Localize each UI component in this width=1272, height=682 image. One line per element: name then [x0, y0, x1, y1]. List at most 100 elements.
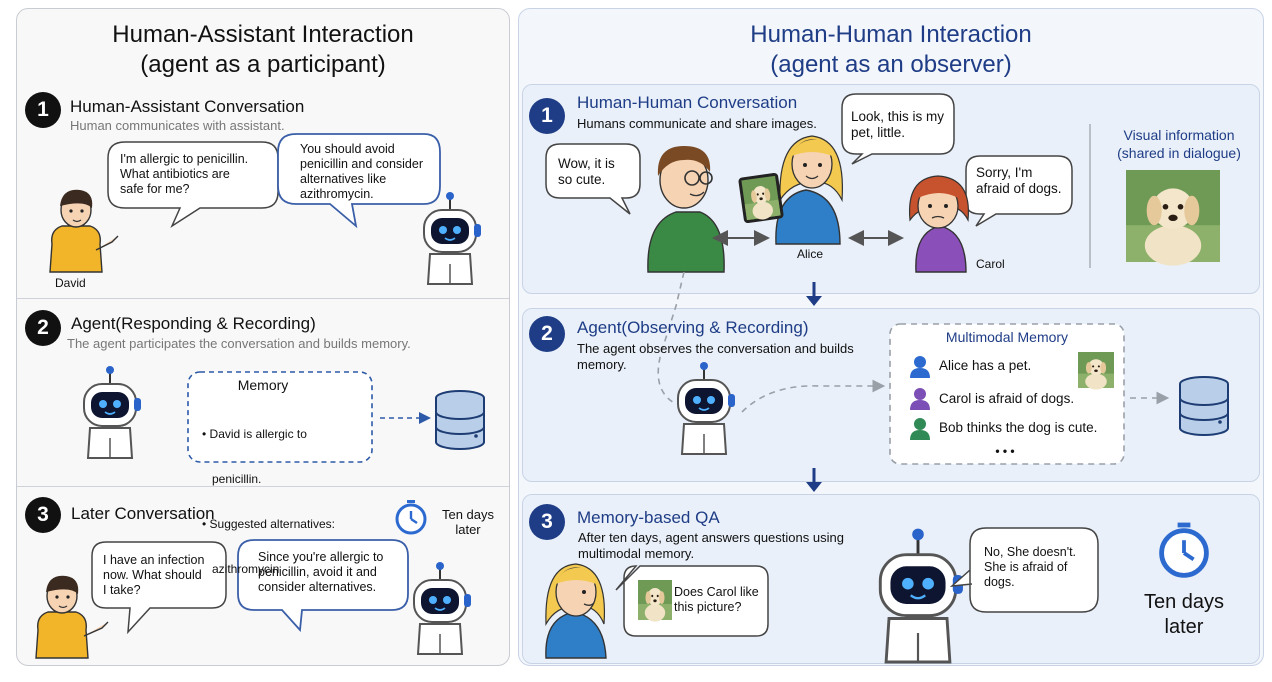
right-s3-answer-bubble [949, 527, 1099, 613]
text-line: safe for me? [120, 182, 190, 196]
left-s3-user-text: I have an infection now. What should I t… [103, 553, 223, 598]
left-s3-assistant-text: Since you're allergic to penicillin, avo… [258, 550, 408, 595]
right-s1-alice-text: Look, this is my pet, little. [851, 109, 955, 141]
text-line: You should avoid [300, 142, 395, 156]
right-step1-number: 1 [529, 98, 565, 134]
right-s1-carol-name: Carol [976, 257, 1005, 271]
right-s3-answer-text: No, She doesn't. She is afraid of dogs. [984, 545, 1096, 590]
left-title-line1: Human-Assistant Interaction [112, 21, 414, 48]
text-line: multimodal memory. [578, 546, 695, 561]
text-line: Look, this is my [851, 109, 945, 124]
text-line: No, She doesn't. [984, 545, 1077, 559]
text-line: Wow, it is [558, 156, 615, 171]
left-s3-user-bubble [91, 541, 227, 635]
right-time-label: Ten days later [1126, 590, 1242, 640]
text-line: Sorry, I'm [976, 165, 1033, 180]
left-s1-assistant-bubble [277, 133, 441, 229]
text-line: • Suggested alternatives: [202, 517, 335, 531]
text-line: consider alternatives. [258, 580, 377, 594]
left-step3-heading: Later Conversation [71, 504, 215, 523]
question-dog-thumb [638, 580, 672, 622]
right-title: Human-Human Interaction (agent as an obs… [518, 20, 1264, 80]
text-line: I take? [103, 583, 141, 597]
memory-item-alice: Alice has a pet. [939, 358, 1032, 373]
text-line: I'm allergic to penicillin. [120, 152, 249, 166]
text-line: later [1164, 616, 1204, 638]
left-step1-subtitle: Human communicates with assistant. [70, 118, 285, 133]
text-line: so cute. [558, 172, 606, 187]
text-line: penicillin and consider [300, 157, 423, 171]
left-s1-user-text: I'm allergic to penicillin. What antibio… [120, 152, 276, 197]
memory-ellipsis: • • • [995, 444, 1015, 458]
memory-item-carol: Carol is afraid of dogs. [939, 391, 1075, 406]
left-memory-box [187, 371, 373, 463]
carol-figure [908, 175, 970, 273]
text-line: afraid of dogs. [976, 181, 1062, 196]
right-memory-box [889, 323, 1125, 465]
left-time-label: Ten days later [436, 507, 500, 537]
right-step3-heading: Memory-based QA [577, 508, 720, 527]
text-line: I have an infection [103, 553, 205, 567]
left-step2-subtitle: The agent participates the conversation … [67, 336, 411, 351]
alice-qa-figure [545, 563, 607, 659]
text-line: penicillin. [202, 472, 262, 486]
left-step2-heading: Agent(Responding & Recording) [71, 314, 316, 333]
right-step2-subtitle: The agent observes the conversation and … [577, 341, 854, 373]
text-line: now. What should [103, 568, 202, 582]
text-line: Ten days [441, 507, 495, 522]
left-step1-heading: Human-Assistant Conversation [70, 97, 305, 116]
left-memory-text: • David is allergic to penicillin. • Sug… [202, 397, 370, 592]
visual-info-title: Visual information (shared in dialogue) [1104, 126, 1254, 162]
right-title-line2: (agent as an observer) [770, 51, 1012, 78]
right-s1-alice-bubble [841, 93, 955, 165]
right-s1-carol-bubble [965, 155, 1073, 227]
right-memory-title: Multimodal Memory [945, 329, 1069, 345]
left-memory-title: Memory [237, 377, 289, 393]
right-s1-alice-name: Alice [797, 247, 824, 261]
left-s1-user-name: David [55, 276, 86, 290]
left-s3-assistant-bubble [237, 539, 409, 633]
text-line: pet, little. [851, 125, 906, 140]
left-divider-1 [17, 298, 509, 299]
right-s3-question-text: Does Carol like this picture? [674, 585, 766, 615]
left-title: Human-Assistant Interaction (agent as a … [16, 20, 510, 80]
right-title-line1: Human-Human Interaction [750, 21, 1032, 48]
left-step1-number: 1 [25, 92, 61, 128]
left-s1-assistant-text: You should avoid penicillin and consider… [300, 142, 440, 202]
text-line: alternatives like [300, 172, 387, 186]
text-line: azithromycin [202, 562, 280, 576]
text-line: later [455, 522, 481, 537]
text-line: After ten days, agent answers questions … [578, 530, 844, 545]
right-step3-subtitle: After ten days, agent answers questions … [578, 530, 844, 562]
right-s1-bob-text: Wow, it is so cute. [558, 156, 638, 188]
text-line: memory. [577, 357, 627, 372]
text-line: Since you're allergic to [258, 550, 384, 564]
memory-dog-thumb [1078, 352, 1114, 390]
memory-item-bob: Bob thinks the dog is cute. [939, 420, 1098, 435]
text-line: Visual information [1123, 127, 1235, 143]
right-step1-subtitle: Humans communicate and share images. [577, 116, 817, 131]
alice-figure [775, 135, 844, 245]
left-step2-number: 2 [25, 310, 61, 346]
left-title-line2: (agent as a participant) [140, 51, 386, 78]
text-line: (shared in dialogue) [1117, 145, 1241, 161]
text-line: penicillin, avoid it and [258, 565, 377, 579]
right-step2-number: 2 [529, 316, 565, 352]
right-s1-carol-text: Sorry, I'm afraid of dogs. [976, 165, 1072, 197]
text-line: The agent observes the conversation and … [577, 341, 854, 356]
text-line: azithromycin. [300, 187, 374, 201]
right-step1-heading: Human-Human Conversation [577, 93, 798, 112]
text-line: this picture? [674, 600, 742, 614]
text-line: She is afraid of [984, 560, 1068, 574]
text-line: dogs. [984, 575, 1015, 589]
text-line: Ten days [1143, 591, 1225, 613]
left-s1-user-bubble [107, 141, 279, 228]
text-line: What antibiotics are [120, 167, 230, 181]
visual-dog-image [1126, 170, 1220, 266]
right-s1-bob-bubble [545, 143, 641, 215]
right-step3-number: 3 [529, 504, 565, 540]
bob-figure [647, 146, 725, 273]
right-step2-heading: Agent(Observing & Recording) [577, 318, 809, 337]
left-divider-2 [17, 486, 509, 487]
